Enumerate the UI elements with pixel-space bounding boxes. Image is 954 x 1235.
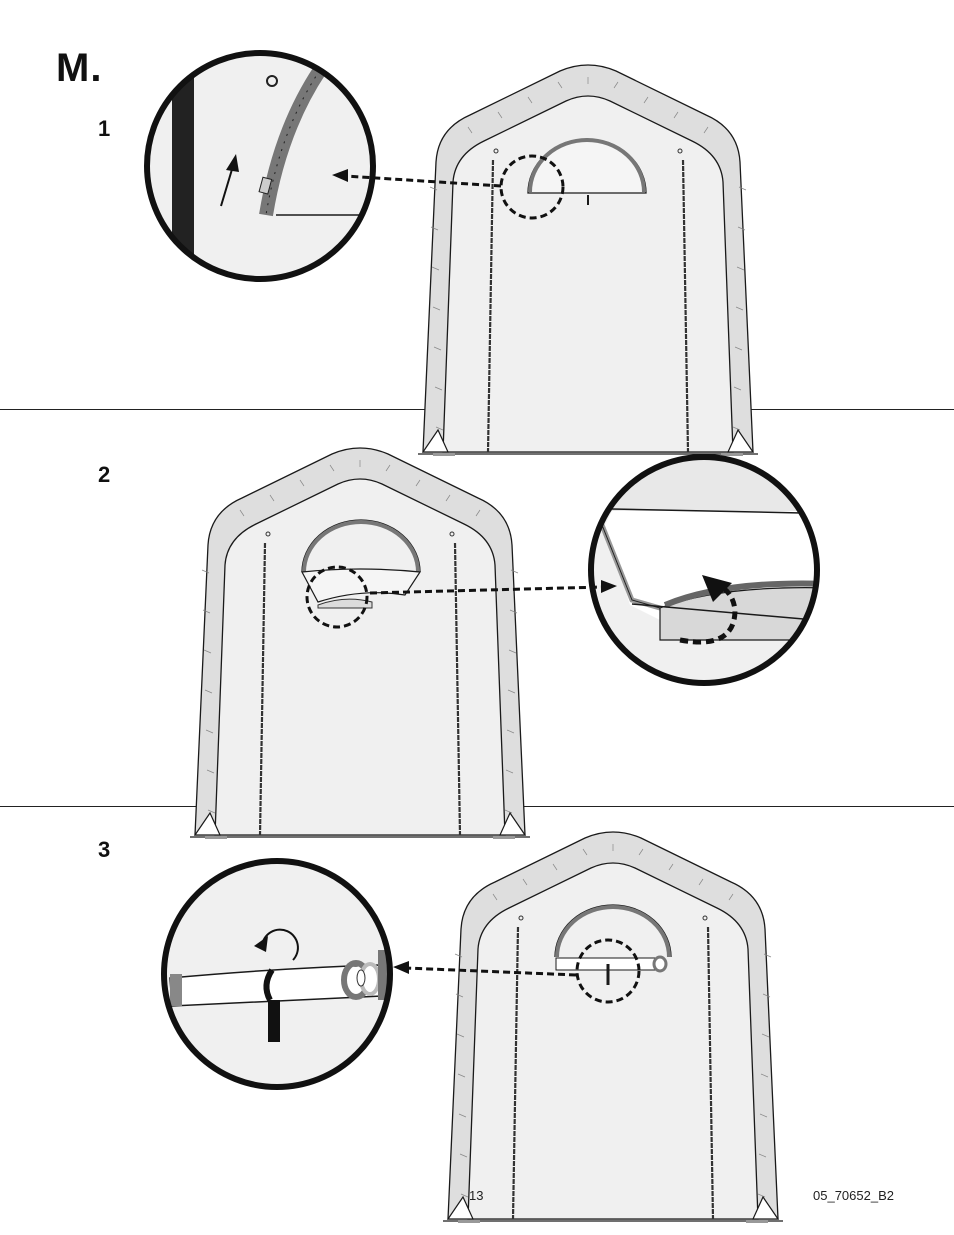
step1-detail-zoom — [147, 50, 373, 290]
step3-detail-zoom — [164, 861, 390, 1087]
document-code: 05_70652_B2 — [813, 1188, 894, 1203]
step2-detail-zoom — [585, 455, 830, 683]
step2-shelter-front — [190, 448, 530, 839]
step1-shelter-front — [418, 65, 758, 456]
page-number: 13 — [469, 1188, 483, 1203]
step3-shelter-front — [443, 832, 783, 1223]
